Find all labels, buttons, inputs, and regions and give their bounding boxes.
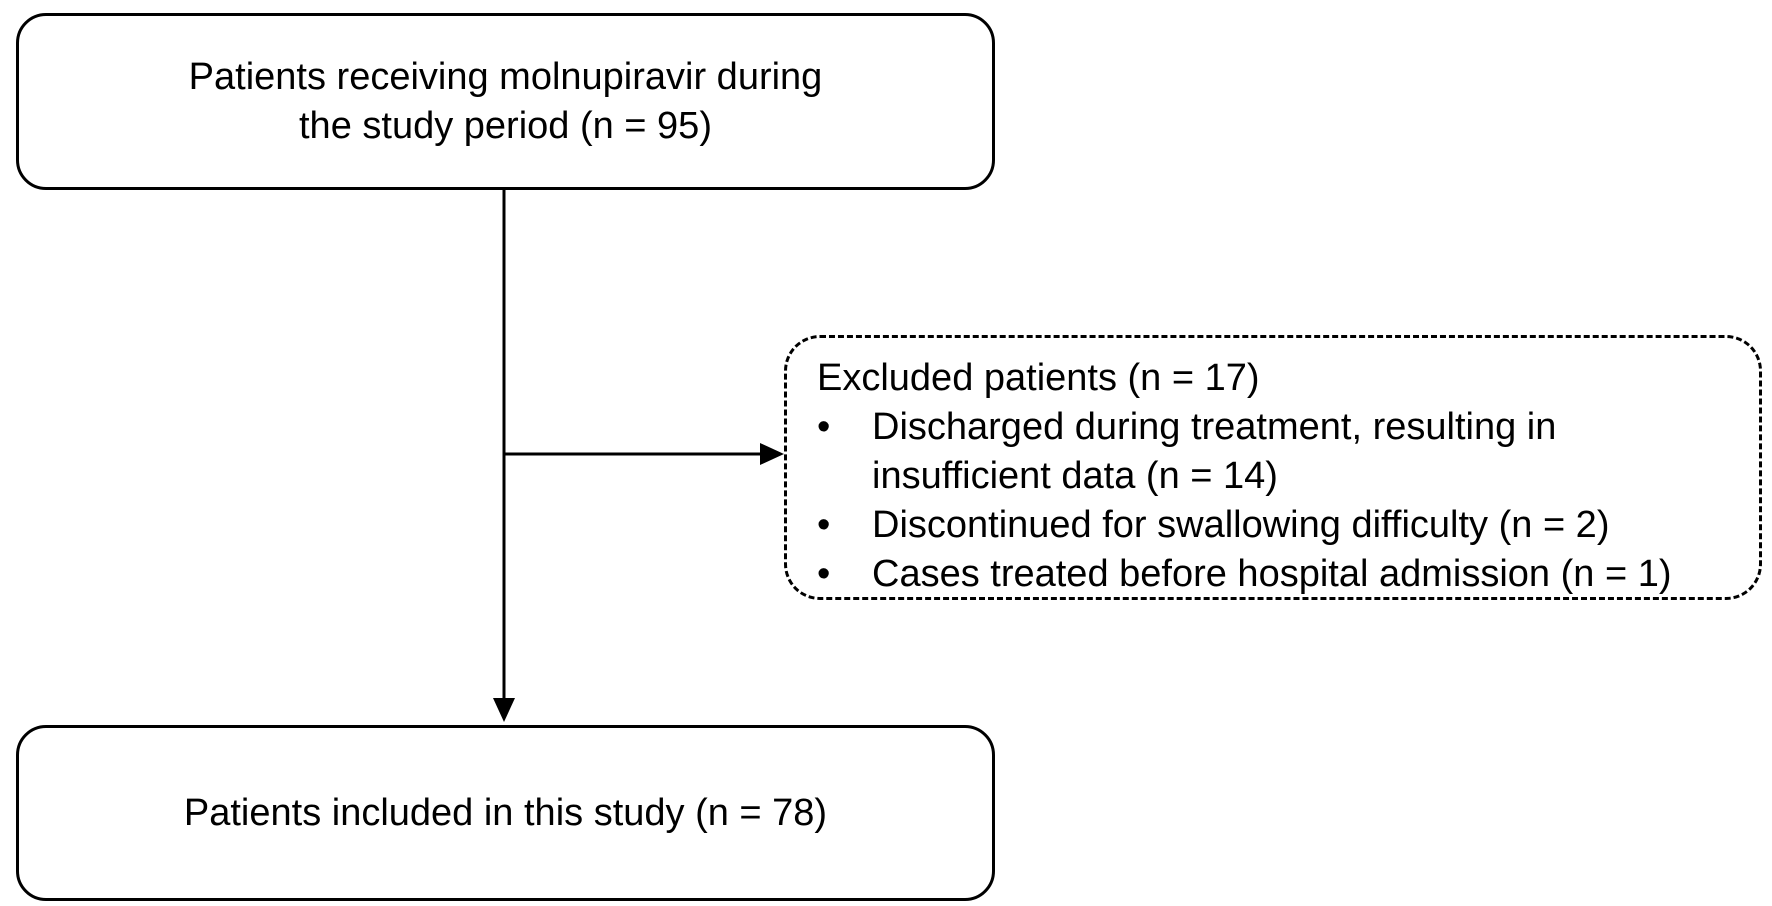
exclusion-reason-item: • Discharged during treatment, resulting… (817, 403, 1739, 501)
excluded-patients-box: Excluded patients (n = 17) • Discharged … (784, 335, 1762, 600)
exclusion-reason-2: Discontinued for swallowing difficulty (… (872, 504, 1610, 546)
down-arrowhead (493, 698, 515, 722)
included-patients-text: Patients included in this study (n = 78) (183, 791, 828, 834)
enrolled-line-1: Patients receiving molnupiravir during (188, 55, 823, 98)
exclusion-reason-1-line-1: Discharged during treatment, resulting i… (872, 406, 1557, 448)
exclusion-reason-item: • Discontinued for swallowing difficulty… (817, 501, 1739, 550)
enrolled-line-2: the study period (n = 95) (299, 104, 712, 147)
exclusion-reasons-list: • Discharged during treatment, resulting… (817, 403, 1739, 599)
bullet-icon: • (817, 504, 831, 546)
exclusion-reason-3: Cases treated before hospital admission … (872, 553, 1672, 595)
enrolled-patients-box: Patients receiving molnupiravir during t… (16, 13, 995, 190)
included-patients-box: Patients included in this study (n = 78) (16, 725, 995, 901)
right-arrowhead (760, 443, 784, 465)
enrolled-patients-text: Patients receiving molnupiravir during t… (189, 53, 823, 150)
bullet-icon: • (817, 553, 831, 595)
exclusion-reason-item: • Cases treated before hospital admissio… (817, 550, 1739, 599)
exclusion-reason-1-line-2: insufficient data (n = 14) (872, 455, 1278, 497)
bullet-icon: • (817, 406, 831, 448)
excluded-title: Excluded patients (n = 17) (817, 357, 1260, 399)
